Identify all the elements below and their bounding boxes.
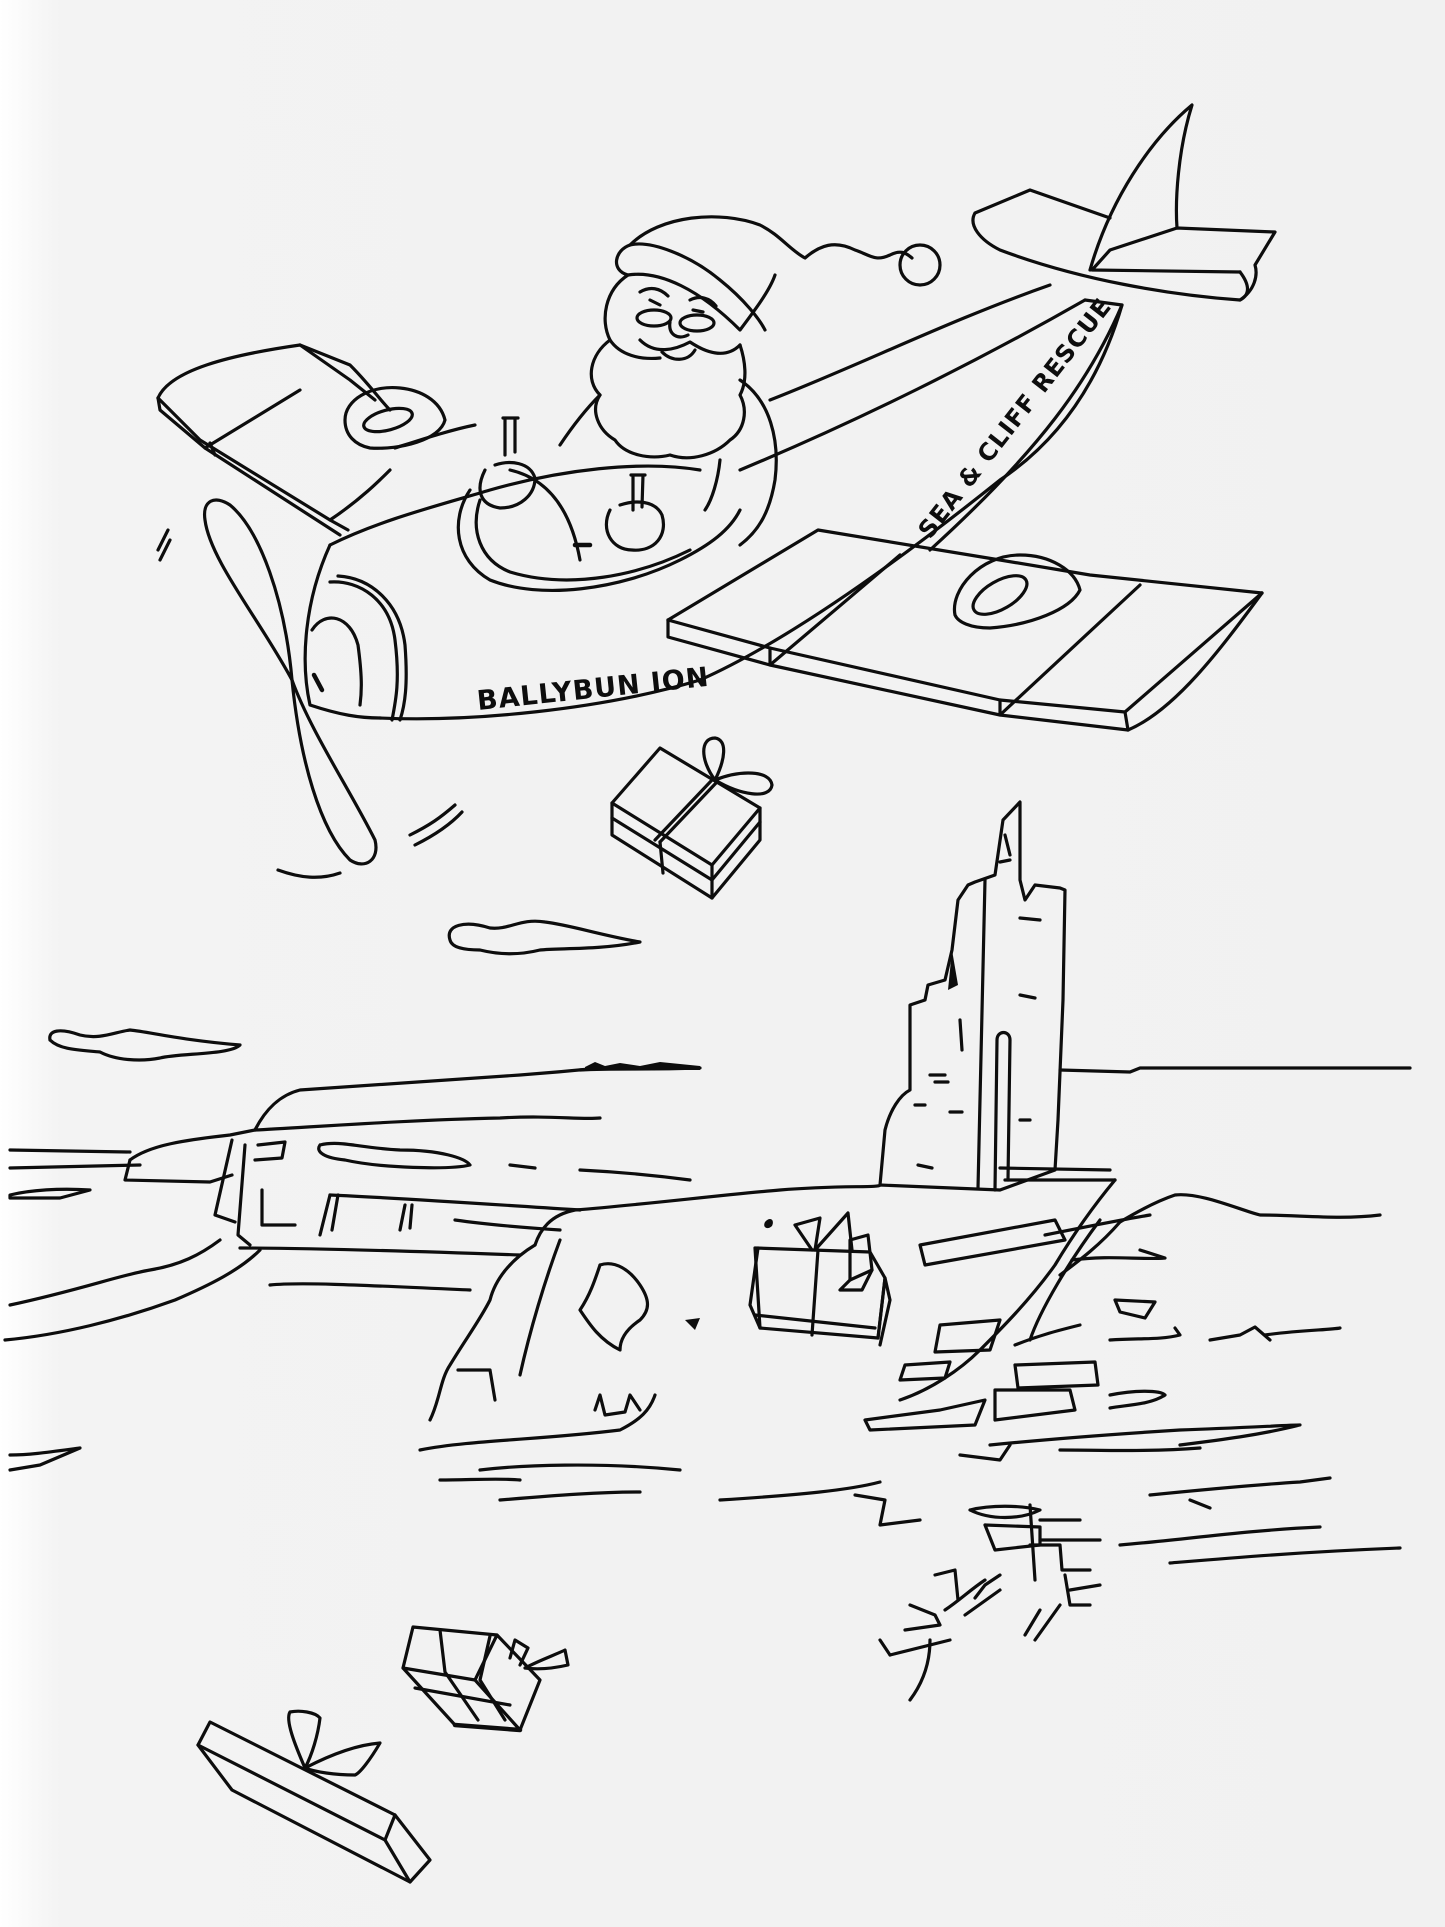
falling-gift-3 [196,1709,432,1884]
santa-pilot [478,215,942,562]
left-wing [156,343,477,537]
sea-and-rocks [498,1193,1402,1702]
tail-label: SEA & CLIFF RESCUE [913,293,1118,544]
fuselage [303,283,1124,722]
nose-label: BALLYBUN ION [475,662,710,717]
clouds [48,919,642,1062]
castle-ruin [878,800,1117,1192]
pompom-shape [898,243,942,287]
cliffs [3,1062,1412,1472]
castle-headland [418,1178,1117,1482]
right-wing [666,528,1264,732]
propeller [156,498,464,879]
falling-gift-1 [610,736,774,900]
gift-on-cliff [748,1211,892,1347]
falling-gift-2 [401,1625,570,1733]
tail-assembly [971,103,1277,302]
cockpit [456,488,742,592]
